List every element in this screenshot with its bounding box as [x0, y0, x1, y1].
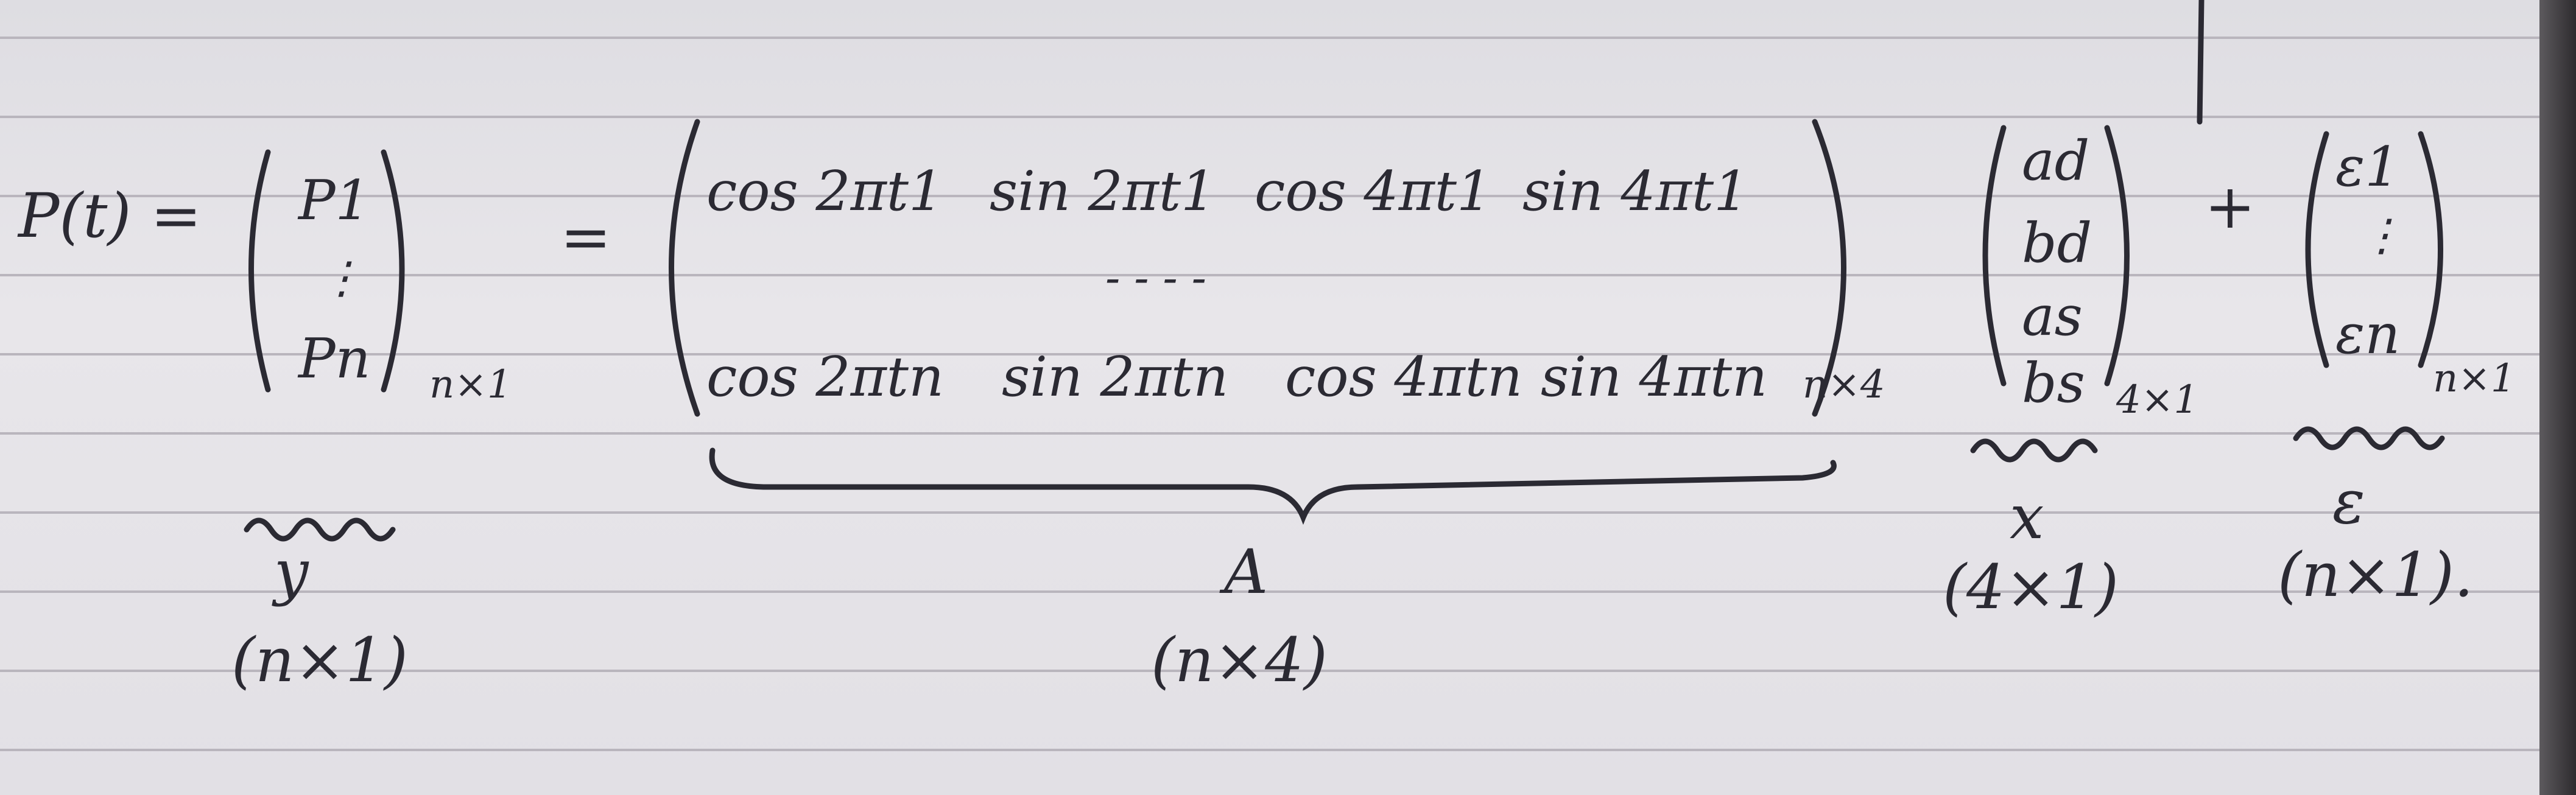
ruled-line: [0, 511, 2576, 514]
y-squiggle: [244, 517, 396, 542]
x-vector-bd: bd: [2022, 211, 2092, 275]
a-cell-1-3: cos 4πt1: [1255, 159, 1492, 223]
a-cell-n-3: cos 4πtn: [1285, 345, 1522, 409]
a-cell-n-4: sin 4πtn: [1541, 345, 1768, 409]
x-dimension-label: (4×1): [1943, 552, 2119, 623]
a-right-paren: [1812, 119, 1846, 417]
y-label: y: [274, 536, 309, 608]
page-edge-shadow: [2539, 0, 2576, 795]
a-cell-1-1: cos 2πt1: [706, 159, 944, 223]
e-label: ε: [2332, 466, 2365, 538]
ruled-line: [0, 432, 2576, 435]
p-dimension: n×1: [429, 362, 512, 407]
x-vector-as: as: [2022, 284, 2083, 348]
p-vector-entry-1: P1: [298, 169, 370, 233]
p-right-paren: [381, 149, 405, 393]
a-cell-n-1: cos 2πtn: [706, 345, 944, 409]
ruled-line: [0, 116, 2576, 118]
p-vector-dots: ⋮: [320, 252, 364, 303]
a-cell-1-2: sin 2πt1: [990, 159, 1216, 223]
e-left-paren: [2305, 131, 2329, 368]
lhs-p-of-t: P(t) =: [18, 180, 202, 251]
x-vector-ad: ad: [2022, 129, 2090, 193]
e-right-paren: [2418, 131, 2443, 368]
ruled-line: [0, 749, 2576, 751]
ruled-line: [0, 195, 2576, 197]
ruled-line: [0, 353, 2576, 355]
e-squiggle: [2293, 426, 2445, 450]
a-dimension-label: (n×4): [1151, 625, 1328, 696]
a-matrix-dots: - - - -: [1105, 252, 1206, 303]
x-vector-bs: bs: [2022, 351, 2085, 415]
equals-sign: =: [560, 201, 611, 273]
a-label: A: [1224, 536, 1269, 608]
x-squiggle: [1970, 438, 2098, 463]
a-left-paren: [669, 119, 700, 417]
e-vector-entry-n: εn: [2335, 303, 2401, 366]
x-left-paren: [1982, 125, 2007, 387]
a-underbrace: [709, 447, 1837, 525]
a-dimension: n×4: [1803, 362, 1885, 407]
ruled-line: [0, 590, 2576, 593]
e-vector-entry-1: ε1: [2335, 135, 2400, 199]
plus-sign: +: [2205, 171, 2256, 242]
ruled-line: [0, 274, 2576, 276]
a-cell-n-2: sin 2πtn: [1002, 345, 1229, 409]
a-cell-1-4: sin 4πt1: [1522, 159, 1749, 223]
e-dimension: n×1: [2433, 356, 2516, 401]
e-vector-dots: ⋮: [2360, 209, 2404, 261]
ruled-line: [0, 670, 2576, 672]
y-dimension-label: (n×1): [231, 625, 408, 696]
e-dimension-label: (n×1).: [2278, 539, 2474, 611]
ruled-line: [0, 37, 2576, 39]
x-right-paren: [2104, 125, 2130, 387]
x-label: x: [2010, 482, 2044, 553]
stray-stroke: [2197, 0, 2205, 125]
p-vector-entry-n: Pn: [298, 327, 371, 391]
x-dimension: 4×1: [2116, 377, 2199, 422]
p-left-paren: [248, 149, 271, 393]
